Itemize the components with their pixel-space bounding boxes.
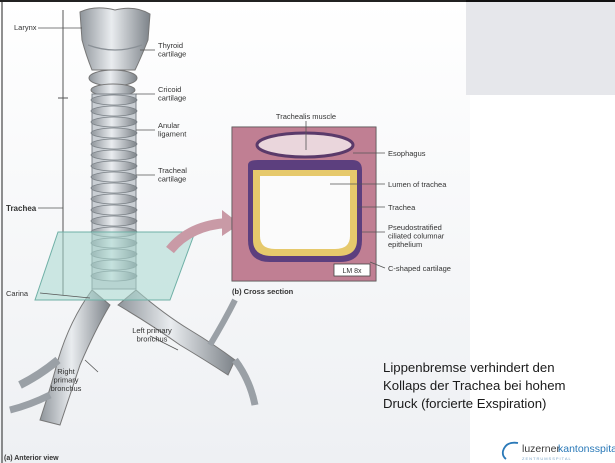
label-cross-section-title: (b) Cross section: [232, 287, 294, 296]
logo-word-luzerner: luzerner: [522, 443, 560, 455]
hospital-logo: luzerner kantonsspital ZENTRUMSSPITAL: [498, 439, 615, 463]
label-carina: Carina: [6, 289, 29, 298]
logo-tagline: ZENTRUMSSPITAL: [522, 456, 572, 461]
logo-arc-icon: [498, 439, 522, 461]
label-larynx: Larynx: [14, 23, 37, 32]
label-magnification: LM 8x: [342, 268, 362, 275]
header-panel: [466, 0, 615, 95]
label-cross-trachea: Trachea: [388, 203, 416, 212]
label-esophagus: Esophagus: [388, 149, 426, 158]
label-trachealis-muscle: Trachealis muscle: [276, 112, 336, 121]
logo-word-kantonsspital: kantonsspital: [558, 443, 615, 455]
label-c-shaped-cartilage: C-shaped cartilage: [388, 264, 451, 273]
label-trachea: Trachea: [6, 204, 37, 213]
slide-caption: Lippenbremse verhindert den Kollaps der …: [383, 359, 611, 413]
label-anterior-view: (a) Anterior view: [4, 455, 59, 462]
label-lumen-of-trachea: Lumen of trachea: [388, 180, 447, 189]
